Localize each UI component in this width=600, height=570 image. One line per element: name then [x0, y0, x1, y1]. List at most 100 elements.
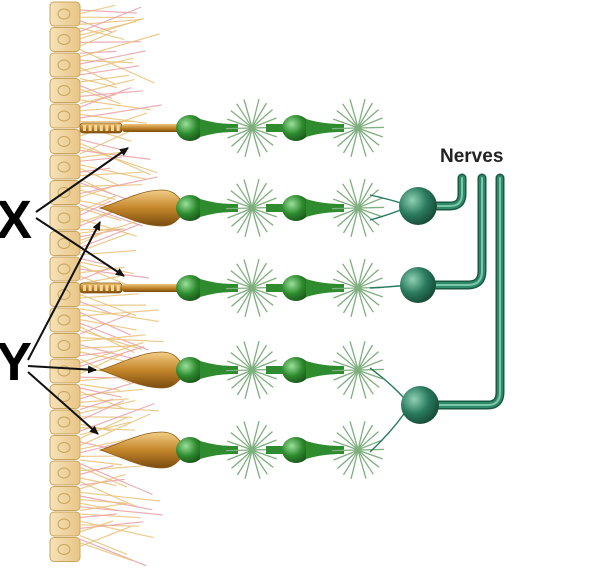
rod-cell-row [79, 98, 385, 158]
fiber-strand [79, 388, 143, 396]
bipolar-cell-body [282, 357, 310, 383]
synapse-branch [357, 207, 384, 218]
fiber-strand [79, 481, 138, 508]
synapse-branch [349, 179, 359, 209]
synapse-branch [243, 341, 253, 371]
synapse-branch [357, 206, 385, 209]
synapse-branch [357, 340, 366, 371]
epithelium-cell [49, 282, 81, 307]
fiber-strand [79, 398, 129, 403]
synapse-branch [331, 127, 359, 130]
synapse-branch [357, 287, 384, 298]
cell-nucleus [57, 110, 71, 122]
cell-nucleus [57, 212, 71, 224]
cell-body [176, 195, 204, 221]
fiber-strand [79, 459, 123, 466]
synapse-branch [236, 263, 253, 289]
fiber-strand [79, 50, 146, 65]
synapse-branch [357, 369, 374, 395]
synapse-branch [244, 207, 253, 238]
synapse-branch [225, 449, 253, 452]
cone-body [98, 431, 185, 469]
axon-terminal [200, 119, 238, 137]
fiber-strand [79, 18, 143, 25]
fiber-strand [79, 341, 144, 364]
synapse-branch [244, 287, 253, 318]
synapse-branch [350, 369, 359, 400]
cell-body [176, 437, 204, 463]
synapse-branch [357, 287, 374, 313]
fiber-strand [79, 59, 134, 64]
bipolar-cell-body [282, 115, 310, 141]
cell-body [176, 275, 204, 301]
rod-disc [111, 125, 114, 131]
synapse-branch [350, 207, 359, 238]
cell-nucleus [57, 365, 71, 377]
synapse-branch [251, 420, 260, 451]
synapse-branch [244, 369, 253, 400]
synapse-branch [244, 127, 253, 158]
bipolar-dendrite [266, 204, 288, 212]
rod-inner-segment [122, 124, 180, 132]
bipolar-dendrite [266, 446, 288, 454]
fiber-strand [79, 513, 117, 519]
synapse-branch [331, 369, 359, 372]
fiber-strand [79, 405, 160, 412]
synapse-branch [342, 103, 359, 129]
synapse-branch [357, 127, 374, 153]
axon-terminal [200, 199, 238, 217]
fiber-strand [79, 377, 112, 382]
bipolar-dendrite [266, 366, 288, 374]
rod-disc [116, 285, 120, 291]
fiber-strand [79, 521, 144, 529]
epithelium-cell [49, 205, 81, 231]
nerve-fiber-top-highlight [419, 177, 463, 207]
fiber-strand [79, 477, 117, 487]
fiber-strand [79, 67, 116, 85]
synapse-branch [357, 197, 383, 209]
bipolar-axon [306, 361, 344, 379]
rod-disc [99, 125, 103, 131]
label-nerves: Nerves [440, 146, 503, 167]
epithelium-cell [49, 511, 81, 537]
fiber-strand [79, 33, 160, 58]
fiber-strand [79, 473, 126, 490]
synapse-branch [243, 421, 253, 451]
synapse-branch [236, 425, 253, 451]
cell-nucleus [57, 544, 71, 555]
synapse-branch [251, 258, 260, 289]
fiber-strand [79, 535, 128, 555]
fiber-strand [79, 184, 143, 187]
rod-disc [94, 125, 98, 131]
synapse-branch [225, 207, 253, 210]
synapse-branch [357, 127, 384, 138]
epithelium-cell [49, 307, 81, 333]
fiber-strand [79, 65, 140, 76]
fiber-strand [79, 301, 115, 316]
synapse-branch [349, 99, 359, 129]
fiber-strand [79, 17, 144, 40]
fiber-strand [79, 104, 162, 119]
bipolar-cell-body [282, 275, 310, 301]
synapse-branch [251, 287, 268, 313]
synapse-branch [236, 345, 253, 371]
fiber-strand [79, 49, 155, 84]
label-arrows [27, 147, 129, 435]
fiber-strand [79, 308, 159, 323]
synapse-branch [236, 183, 253, 209]
bipolar-axon [306, 279, 344, 297]
fiber-strand [79, 4, 116, 15]
pointer-arrow [35, 217, 125, 277]
synapse-branch [342, 425, 359, 451]
synapse-branch [251, 340, 260, 371]
epithelium-cell [49, 103, 81, 129]
rod-disc [99, 285, 103, 291]
nerve-fiber-middle-highlight [419, 177, 483, 286]
fiber-strand [79, 542, 132, 561]
fiber-strand [79, 223, 141, 249]
synapse-branch [357, 117, 383, 129]
fiber-strand [79, 29, 117, 47]
synapse-branch [331, 287, 359, 290]
synapse-branch [349, 421, 359, 451]
cell-nucleus [57, 340, 71, 351]
